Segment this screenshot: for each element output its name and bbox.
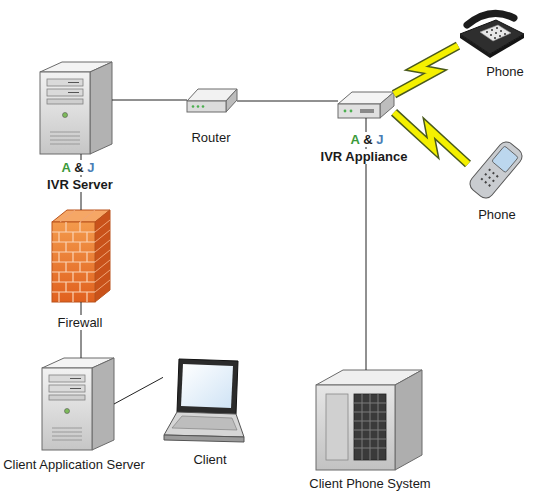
label-part: A [351, 132, 360, 147]
router-icon [187, 89, 237, 112]
laptop-base [164, 412, 244, 437]
pbx-front [316, 385, 395, 470]
brick-lines [60, 210, 110, 292]
appliance-node: A & JIVR Appliance [338, 90, 394, 118]
phone-edge [460, 34, 490, 58]
network-link [112, 100, 187, 101]
grille-lines [354, 394, 386, 460]
label-part: J [87, 160, 94, 175]
node-label: Client [192, 452, 227, 467]
router-node: Router [187, 88, 237, 112]
node-label: Phone [485, 64, 525, 79]
status-light [350, 110, 353, 113]
appliance-side [380, 92, 394, 118]
mobile-phone-node: Phone [468, 140, 524, 200]
node-label: A & J [61, 160, 96, 175]
node-label: Client Application Server [2, 457, 146, 472]
router-side [226, 89, 237, 112]
node-label: A & J [350, 132, 385, 147]
label-part: A [62, 160, 71, 175]
bolt-fill [394, 46, 458, 95]
connector-line [112, 100, 187, 101]
brick-lines [52, 222, 95, 302]
port-strip [360, 109, 374, 113]
status-light [344, 110, 347, 113]
server-node: Client Application Server [42, 358, 114, 450]
label-part [84, 160, 88, 175]
status-light [202, 105, 205, 108]
laptop-screen [181, 364, 233, 408]
desk-phone-icon [460, 13, 524, 58]
laptop-edge [164, 435, 244, 442]
node-label: IVR Server [46, 177, 114, 192]
desk-phone-node: Phone [458, 4, 524, 56]
label-part: & [74, 160, 83, 175]
firewall-node: Firewall [52, 210, 110, 302]
status-light [192, 105, 195, 108]
connector-line [237, 101, 338, 102]
mobile-screen [492, 146, 519, 173]
node-label: Router [190, 130, 231, 145]
network-link [237, 101, 338, 102]
phone-keypad [480, 25, 511, 41]
label-part: & [363, 132, 372, 147]
appliance-front [338, 104, 380, 118]
pbx-panel [326, 394, 348, 460]
mobile-phone-icon [467, 139, 525, 202]
status-light [197, 105, 200, 108]
phone-handset [467, 13, 514, 25]
wireless-link [394, 46, 458, 95]
node-label: IVR Appliance [320, 149, 409, 164]
router-front [187, 101, 226, 112]
label-part [71, 160, 75, 175]
pbx-side [395, 370, 422, 470]
network-link [81, 302, 82, 358]
node-label: Phone [477, 207, 517, 222]
laptop-node: Client [163, 358, 243, 446]
laptop-keyboard [172, 416, 237, 430]
label-part [373, 132, 377, 147]
mobile-body [467, 139, 525, 202]
label-part: J [376, 132, 383, 147]
phone-system-node: Client Phone System [316, 370, 422, 470]
server-icon [40, 62, 112, 154]
node-label: Client Phone System [308, 476, 431, 491]
firewall-front [52, 222, 95, 302]
node-label: Firewall [57, 315, 104, 330]
connector-line [81, 302, 82, 358]
pbx-icon [316, 370, 422, 470]
mobile-keys [481, 169, 498, 186]
server-node: A & JIVR Server [40, 62, 112, 154]
connector-line [114, 377, 163, 404]
laptop-bezel [177, 359, 238, 414]
bolt-outline [394, 46, 458, 95]
server-icon [42, 358, 114, 450]
network-link [114, 377, 163, 404]
pbx-grille [354, 394, 386, 460]
label-part [360, 132, 364, 147]
laptop-icon [164, 359, 244, 442]
appliance-icon [338, 92, 394, 118]
firewall-icon [52, 210, 110, 302]
keypad-buttons [486, 28, 506, 38]
